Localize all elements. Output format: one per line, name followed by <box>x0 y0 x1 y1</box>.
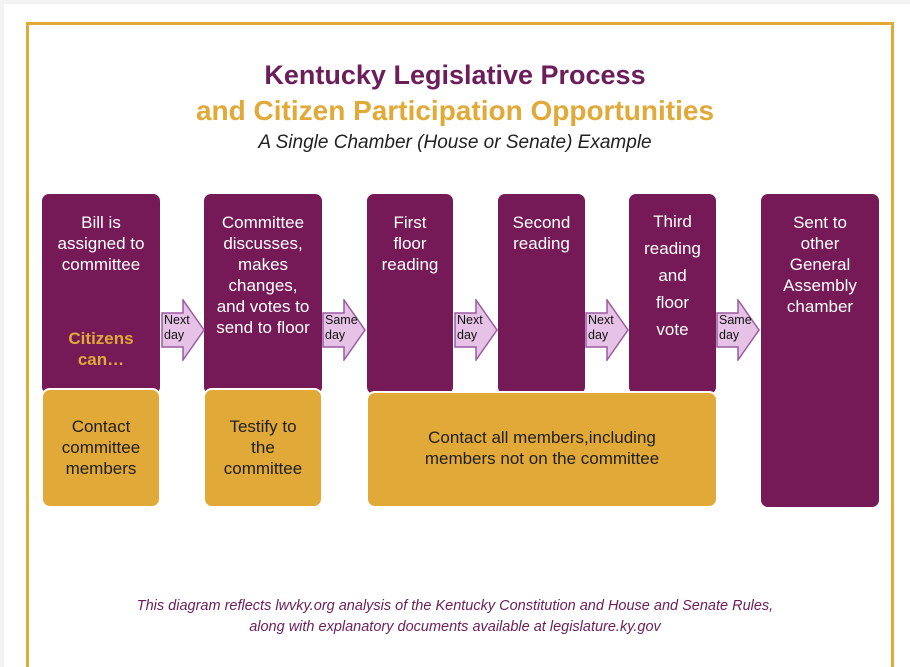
opportunity-contact-committee: Contact committee members <box>41 388 161 508</box>
step-label: Sent to other General Assembly chamber <box>783 213 857 316</box>
step-second-reading: Second reading <box>498 194 585 394</box>
diagram-caption: A Single Chamber (House or Senate) Examp… <box>258 132 652 153</box>
transition-label: Next day <box>164 313 190 342</box>
transition-arrow: Next day <box>161 299 205 361</box>
opportunity-label: Testify to the committee <box>223 417 303 478</box>
footer-note-line2: along with explanatory documents availab… <box>249 619 661 635</box>
step-third-reading: Third reading and floor vote <box>629 194 716 394</box>
step-committee-discusses: Committee discusses, makes changes, and … <box>204 194 322 394</box>
step-label: Committee discusses, makes changes, and … <box>216 213 310 337</box>
opportunity-contact-all: Contact all members,including members no… <box>366 391 718 508</box>
step-label: First floor reading <box>381 213 439 274</box>
transition-arrow: Next day <box>454 299 498 361</box>
opportunity-label: Contact committee members <box>61 417 141 478</box>
arrow-shape <box>322 299 366 361</box>
transition-label: Next day <box>588 313 614 342</box>
footer-note-line1: This diagram reflects lwvky.org analysis… <box>136 598 774 614</box>
opportunity-testify: Testify to the committee <box>203 388 323 508</box>
citizens-can-label: Citizens can… <box>68 329 134 369</box>
transition-label: Same day <box>719 313 752 342</box>
arrow-shape <box>161 299 205 361</box>
step-first-reading: First floor reading <box>367 194 453 394</box>
arrow-shape <box>454 299 498 361</box>
arrow-shape <box>716 299 760 361</box>
step-bill-assigned: Bill is assigned to committee Citizens c… <box>42 194 160 394</box>
step-sent-other-chamber: Sent to other General Assembly chamber <box>761 194 879 507</box>
step-label: Second reading <box>512 213 571 253</box>
transition-arrow: Same day <box>322 299 366 361</box>
opportunity-label: Contact all members,including members no… <box>424 428 660 468</box>
step-label: Bill is assigned to committee <box>57 213 145 274</box>
transition-arrow: Next day <box>585 299 629 361</box>
arrow-shape <box>585 299 629 361</box>
step-label: Third reading and floor vote <box>644 212 701 339</box>
transition-label: Same day <box>325 313 358 342</box>
transition-arrow: Same day <box>716 299 760 361</box>
diagram-frame <box>26 22 894 667</box>
diagram-subtitle: and Citizen Participation Opportunities <box>195 95 715 126</box>
diagram-title: Kentucky Legislative Process <box>264 60 646 90</box>
transition-label: Next day <box>457 313 483 342</box>
